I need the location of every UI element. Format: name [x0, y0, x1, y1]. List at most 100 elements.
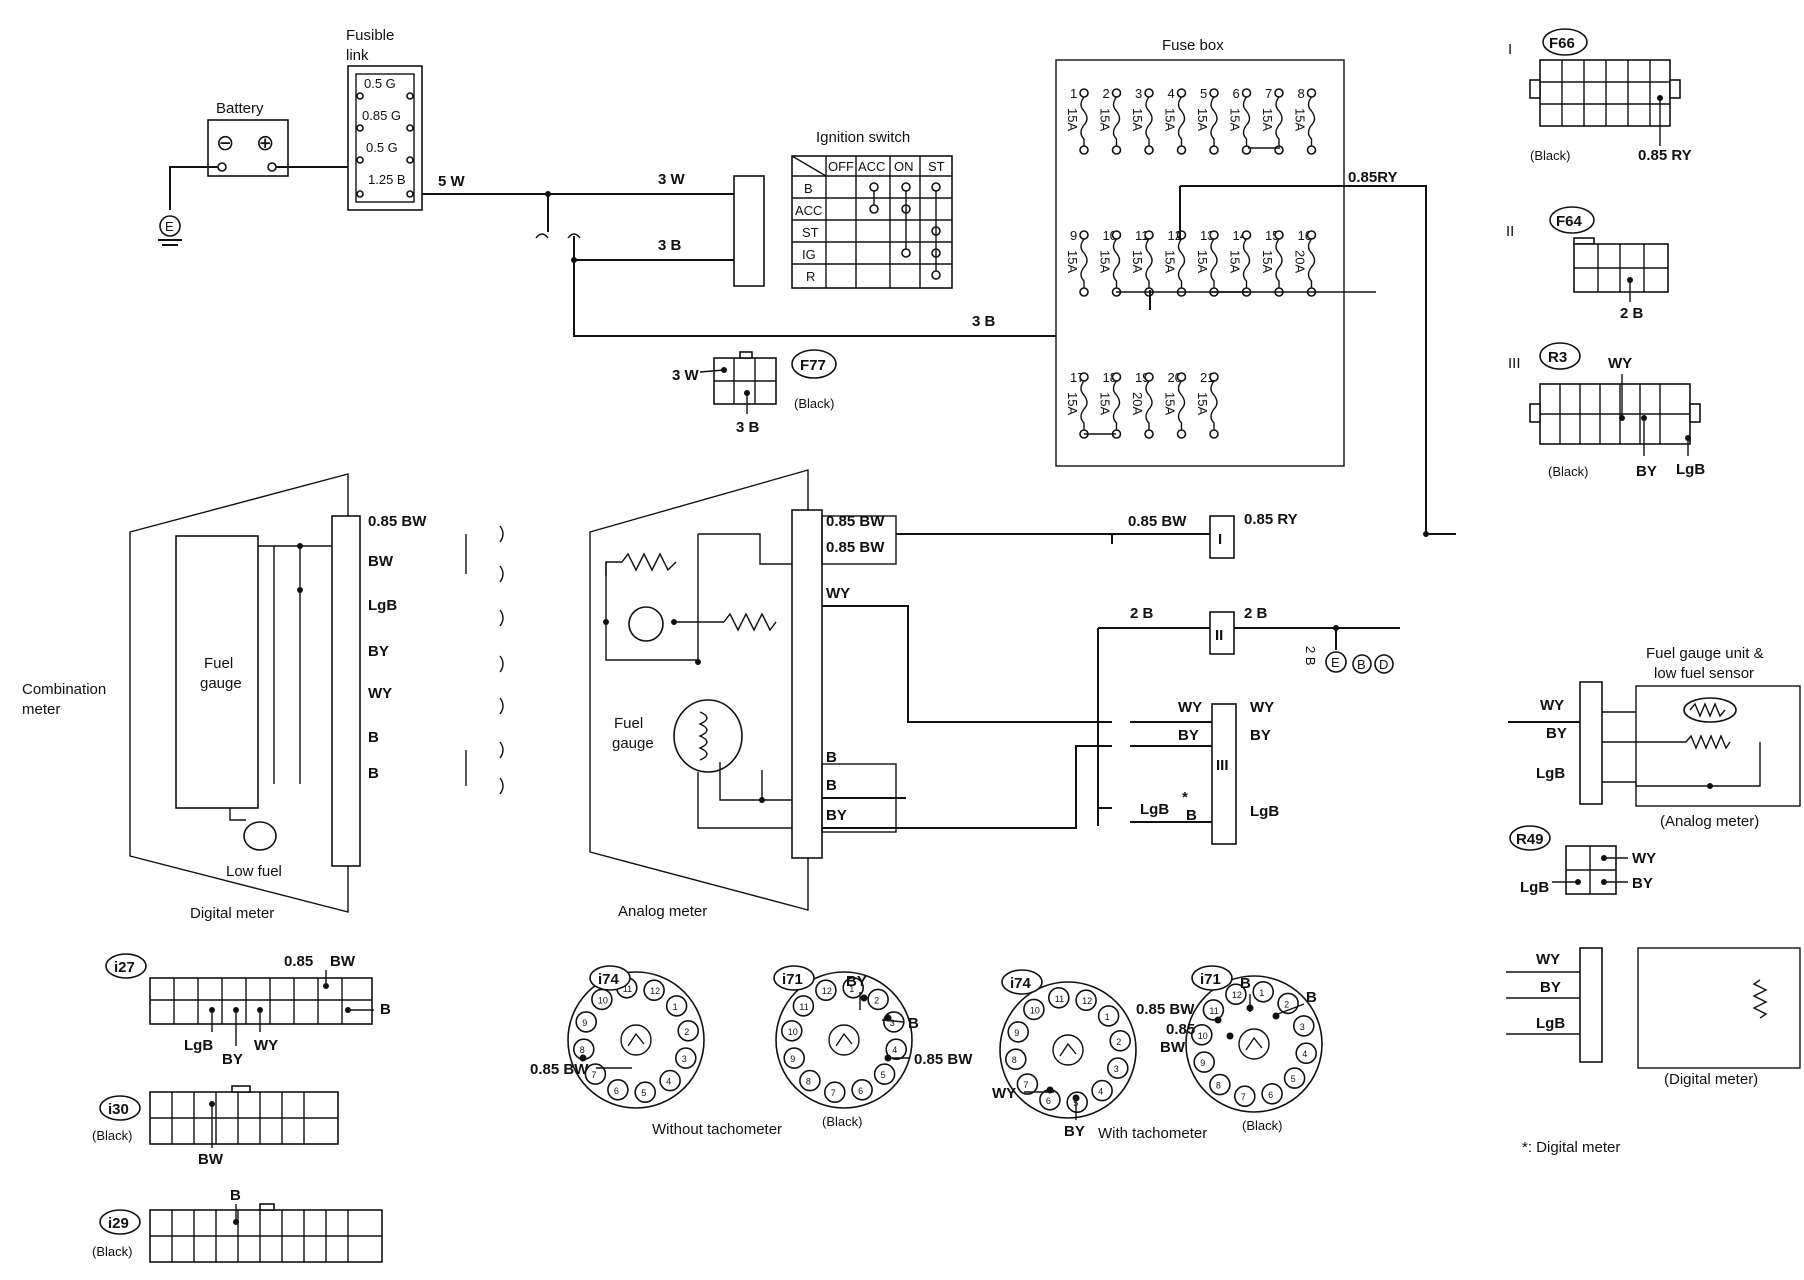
wth-wire: B: [1240, 975, 1251, 992]
fuse-terminal: [1241, 88, 1252, 98]
analog-meter-wire-label: WY: [826, 585, 850, 602]
fuse-rating: 15A: [1260, 250, 1275, 273]
ignition-row: R: [806, 269, 815, 284]
fuse-element: [1112, 96, 1121, 146]
fuse-number: 5: [1200, 86, 1207, 101]
fuse-rating: 15A: [1195, 392, 1210, 415]
fuse-element: [1112, 238, 1121, 288]
wth-i71-pin: [1202, 999, 1225, 1021]
fusible-link-item: 0.5 G: [364, 76, 396, 91]
fuse-rating: 20A: [1130, 392, 1145, 415]
wt-i74-pin: [643, 979, 665, 1002]
fuse-rating: 15A: [1228, 108, 1243, 131]
battery: Battery ⊖ ⊕: [207, 100, 289, 177]
wt-i71-pin: [780, 1020, 803, 1042]
i27-wire: 0.85: [284, 953, 313, 970]
wt-caption: Without tachometer: [652, 1121, 782, 1138]
mid-wire-star: *: [1182, 789, 1188, 806]
wt-i74-pin-number: 7: [591, 1070, 596, 1080]
wt-i71-pin: [867, 988, 889, 1011]
with-tach-labels: i74 i71 WY BY B B 0.85 BW 0.85 BW With t…: [992, 965, 1317, 1142]
mid-wire-b: B: [1186, 807, 1197, 824]
wth-i71-pin: [1225, 983, 1247, 1006]
fuse-number: 4: [1168, 86, 1175, 101]
wire-085ry-2: 0.85 RY: [1244, 511, 1298, 528]
f66-roman: I: [1508, 41, 1512, 58]
wt-wire: B: [908, 1015, 919, 1032]
fuse-element: [1080, 96, 1088, 146]
fuse-terminal: [1176, 230, 1187, 240]
wire-085bw: 0.85 BW: [1128, 513, 1187, 530]
wth-wire: BW: [1160, 1039, 1186, 1056]
wth-i74-pin: [1007, 1021, 1030, 1043]
sender-title: Fuel gauge unit &: [1646, 645, 1764, 662]
fuse-rating: 20A: [1293, 250, 1308, 273]
ignition-col: OFF: [828, 159, 854, 174]
mid-wire-wy: WY: [1178, 699, 1202, 716]
fuse-rating: 15A: [1163, 392, 1178, 415]
fuse-terminal: [1079, 372, 1089, 382]
fuse-terminal: [1111, 230, 1122, 240]
wt-wire: 0.85 BW: [530, 1061, 589, 1078]
fusible-link-item: 0.5 G: [366, 140, 398, 155]
fuse-terminal: [1241, 145, 1252, 155]
fuse-terminal: [1144, 429, 1154, 439]
wire-break: [499, 741, 504, 759]
wth-note: (Black): [1242, 1118, 1282, 1133]
digital-meter: Fuel gauge Low fuel Digital meter 0.85 B…: [129, 473, 504, 922]
r3-id: R3: [1548, 349, 1567, 366]
wt-i74-pin: [584, 1063, 607, 1085]
wt-i74-pin: [575, 1011, 598, 1033]
wth-wire: WY: [992, 1085, 1016, 1102]
wth-i71-pin-number: 3: [1300, 1022, 1305, 1032]
wt-i74-key: [620, 1024, 652, 1056]
sender-wire-by: BY: [1546, 725, 1567, 742]
wth-i74-pin: [1097, 1005, 1120, 1027]
i30-note: (Black): [92, 1128, 132, 1143]
wth-wire: 0.85 BW: [1136, 1001, 1195, 1018]
i30-wire: BW: [198, 1151, 224, 1168]
wth-wire: 0.85: [1166, 1021, 1195, 1038]
wth-i71-pin-number: 7: [1241, 1092, 1246, 1102]
r49-wire: LgB: [1520, 879, 1549, 896]
fuse-rating: 15A: [1065, 108, 1080, 131]
wth-i74-pin: [1004, 1048, 1027, 1070]
digital-meter-wire-label: B: [368, 765, 379, 782]
wth-i71-pin: [1293, 1015, 1315, 1037]
fuse-terminal: [1111, 88, 1122, 98]
fuse-terminal: [1274, 145, 1284, 155]
fuse-element: [1145, 238, 1153, 288]
wt-i71-pin-number: 9: [790, 1054, 795, 1064]
battery-label: Battery: [216, 100, 264, 117]
fuse-element: [1177, 238, 1186, 288]
wt-wire: BY: [846, 973, 867, 990]
mid-connector-label: III: [1216, 757, 1229, 774]
digital-meter-wire-label: WY: [368, 685, 392, 702]
fuse-element: [1145, 380, 1153, 430]
fuse-element: [1080, 380, 1088, 430]
fuse-box-title: Fuse box: [1162, 37, 1224, 54]
wt-i71-pin: [799, 1069, 821, 1092]
connector-iii-mid: III: [1211, 703, 1237, 845]
wth-i74-id: i74: [1010, 975, 1032, 992]
fuse-rating: 15A: [1195, 108, 1210, 131]
wt-i71-pin: [783, 1047, 806, 1069]
fuse-terminal: [1111, 372, 1122, 382]
f77-note: (Black): [794, 396, 834, 411]
mid-wire-by: BY: [1250, 727, 1271, 744]
wire-3w: 3 W: [658, 171, 686, 188]
wth-i71-pin-number: 10: [1198, 1031, 1208, 1041]
wth-i71-pin-number: 1: [1259, 988, 1264, 998]
analog-meter-wire-label: 0.85 BW: [826, 539, 885, 556]
digital-meter-wire-label: BW: [368, 553, 394, 570]
fuse-rating: 15A: [1260, 108, 1275, 131]
wt-i74-id: i74: [598, 971, 620, 988]
wth-i74-pin-number: 7: [1023, 1080, 1028, 1090]
wth-caption: With tachometer: [1098, 1125, 1207, 1142]
wt-i71-pin-number: 10: [788, 1027, 798, 1037]
ignition-row: B: [804, 181, 813, 196]
i30-id: i30: [108, 1101, 129, 1118]
sender-wire-lgb: LgB: [1536, 1015, 1565, 1032]
ignition-row: IG: [802, 247, 816, 262]
